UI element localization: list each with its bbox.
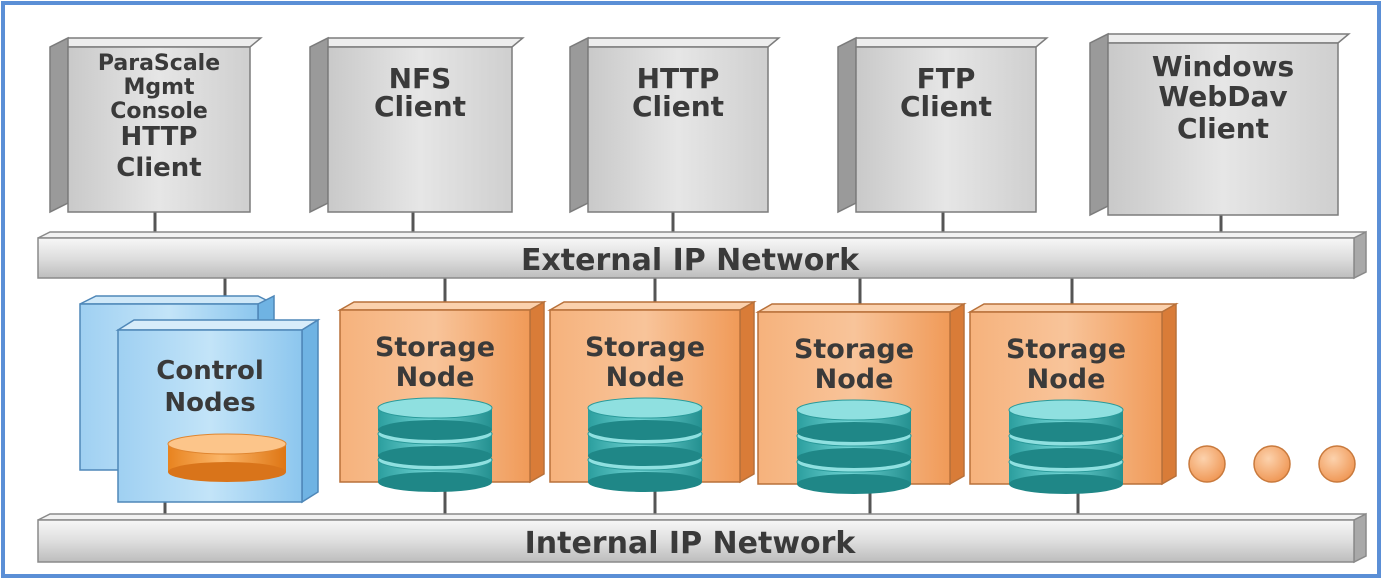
storage-node-label-line: Node [1027, 364, 1106, 395]
database-stack-icon [796, 399, 912, 494]
internal-network-bar: Internal IP Network [37, 512, 1367, 564]
database-cylinder-icon [167, 433, 287, 482]
storage-nodes-row: StorageNodeStorageNodeStorageNodeStorage… [337, 300, 1179, 494]
control-nodes-label-line2: Nodes [164, 388, 255, 418]
ellipsis-dot [1188, 445, 1226, 483]
client-label-line: Client [632, 90, 724, 123]
client-label-line: Client [1177, 112, 1269, 145]
database-stack-icon [1008, 399, 1124, 494]
client-label-line: NFS [389, 62, 452, 95]
client-label-line: HTTP [121, 122, 198, 152]
storage-node-label-line: Storage [585, 332, 705, 363]
storage-node-label-line: Storage [794, 334, 914, 365]
database-stack-icon [377, 397, 493, 492]
client-label-line: Client [116, 153, 201, 183]
ellipsis-dot [1253, 445, 1291, 483]
client-label-line: Client [900, 90, 992, 123]
control-nodes-label-line1: Control [156, 356, 263, 386]
client-label-line: Windows [1152, 50, 1294, 83]
storage-node-label-line: Node [606, 362, 685, 393]
control-nodes: Control Nodes [79, 294, 321, 504]
database-stack-icon [587, 397, 703, 492]
storage-node-label-line: Storage [375, 332, 495, 363]
storage-node-label-line: Storage [1006, 334, 1126, 365]
client-label-line: Client [374, 90, 466, 123]
storage-node-label-line: Node [396, 362, 475, 393]
storage-node-label-line: Node [815, 364, 894, 395]
client-label-line: ParaScale [98, 51, 220, 76]
more-nodes-ellipsis [1188, 445, 1356, 483]
external-network-label: External IP Network [521, 243, 860, 278]
ellipsis-dot [1318, 445, 1356, 483]
client-label-line: HTTP [637, 62, 720, 95]
external-network-bar: External IP Network [37, 230, 1367, 280]
client-label-line: WebDav [1158, 80, 1287, 113]
clients-row: ParaScaleMgmtConsoleHTTPClientNFSClientH… [49, 32, 1351, 217]
client-label-line: Console [110, 99, 208, 124]
client-label-line: FTP [917, 62, 976, 95]
internal-network-label: Internal IP Network [525, 526, 857, 561]
client-label-line: Mgmt [123, 75, 195, 100]
